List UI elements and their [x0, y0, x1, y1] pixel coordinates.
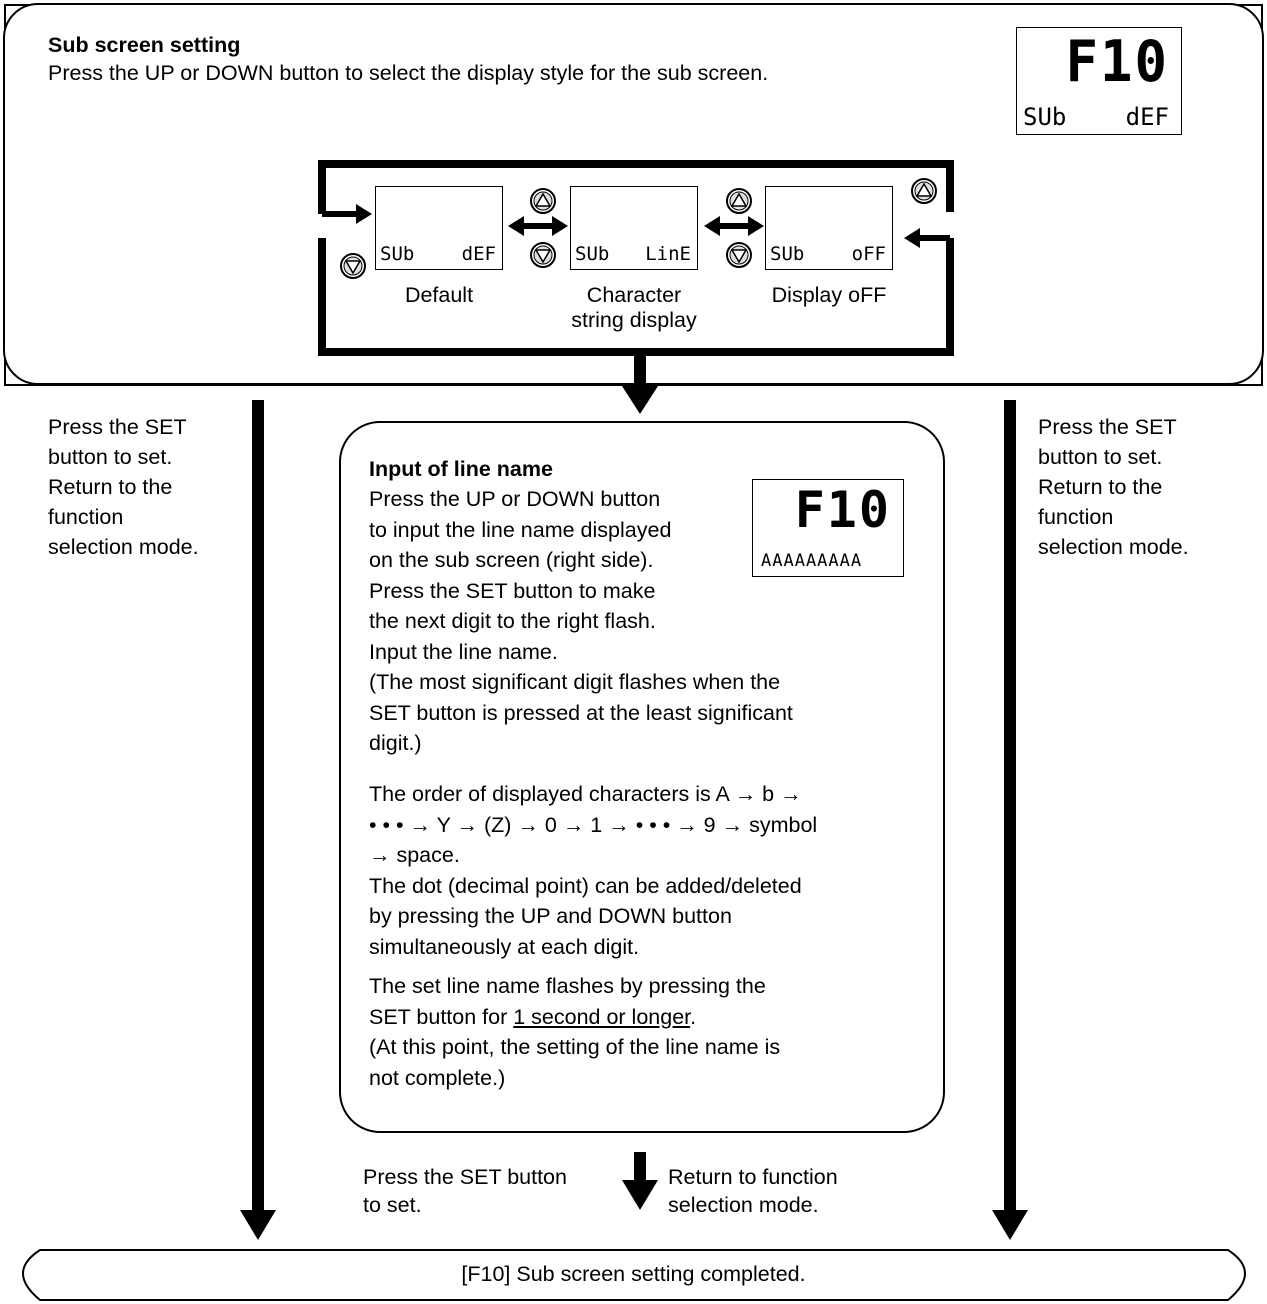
lcd-main-readout: F10 [1065, 28, 1169, 95]
bottom-left-note: Press the SET button to set. [363, 1165, 567, 1217]
flash-note-duration: 1 second or longer [513, 1004, 691, 1029]
option-lcd-display-off: SUb oFF [765, 186, 893, 270]
lcd-sub-readout: AAAAAAAAA [761, 551, 863, 571]
line-name-title: Input of line name [369, 457, 553, 481]
left-side-note: Press the SET button to set. Return to t… [48, 415, 199, 559]
top-panel-title: Sub screen setting [48, 33, 241, 57]
footer-status: [F10] Sub screen setting completed. [461, 1262, 806, 1286]
up-button-icon [911, 178, 937, 204]
option-lcd-character-string: SUb LinE [570, 186, 698, 270]
line-name-instructions: Press the UP or DOWN button to input the… [369, 487, 793, 755]
option-lcd-right: LinE [645, 243, 691, 265]
option-lcd-right: dEF [461, 243, 496, 265]
up-button-icon [726, 188, 752, 214]
lcd-main-readout: F10 [794, 481, 891, 539]
line-name-lcd: F10 AAAAAAAAA [752, 479, 904, 577]
up-button-icon [530, 188, 556, 214]
down-button-icon [726, 242, 752, 268]
option-label-character-string: Character string display [571, 283, 697, 332]
option-lcd-left: SUb [380, 243, 415, 265]
status-lcd: F10 SUb dEF [1016, 27, 1182, 135]
lcd-sub-left: SUb [1023, 103, 1067, 131]
option-lcd-left: SUb [575, 243, 610, 265]
lcd-sub-right: dEF [1125, 103, 1169, 131]
option-label-default: Default [404, 283, 474, 307]
option-lcd-right: oFF [851, 243, 886, 265]
character-order-note: The order of displayed characters is A →… [369, 782, 818, 959]
option-lcd-left: SUb [770, 243, 805, 265]
option-lcd-default: SUb dEF [375, 186, 503, 270]
option-label-display-off: Display oFF [771, 283, 887, 307]
flash-note: The set line name flashes by pressing th… [369, 971, 780, 1093]
bottom-right-note: Return to function selection mode. [668, 1165, 838, 1217]
flash-note-b: . (At this point, the setting of the lin… [369, 1004, 781, 1090]
down-button-icon [340, 253, 366, 279]
right-side-note: Press the SET button to set. Return to t… [1038, 415, 1189, 559]
flash-note-a: The set line name flashes by pressing th… [369, 974, 766, 1029]
down-button-icon [530, 242, 556, 268]
top-panel-subtitle: Press the UP or DOWN button to select th… [48, 61, 769, 85]
